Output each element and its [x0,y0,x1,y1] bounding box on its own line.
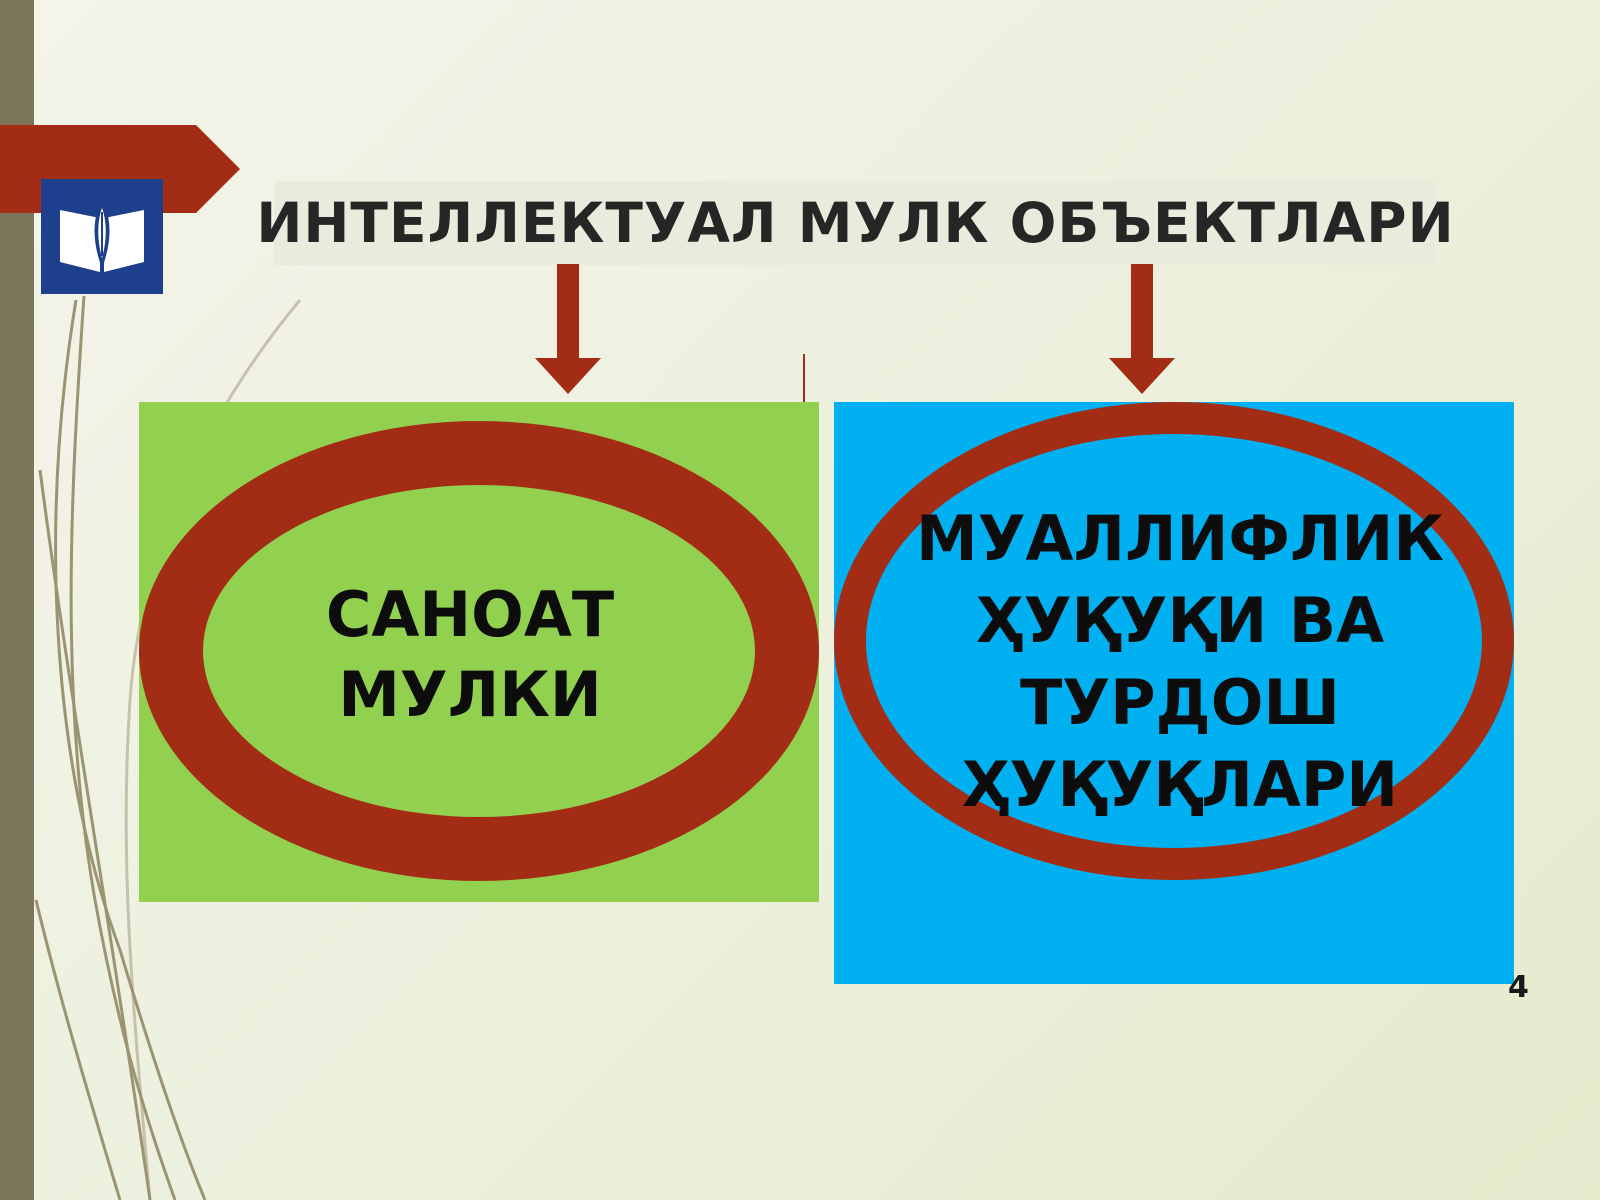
industrial-property-label: САНОАТ МУЛКИ [325,578,615,731]
down-arrow-icon [535,264,601,394]
down-arrow-icon [1109,264,1175,394]
title-box: ИНТЕЛЛЕКТУАЛ МУЛК ОБЪЕКТЛАРИ [256,181,1454,265]
open-book-pen-icon [60,199,144,272]
copyright-label: МУАЛЛИФЛИК ҲУҚУҚИ ВА ТУРДОШ ҲУҚУҚЛАРИ [916,502,1444,821]
decorative-lines [34,295,302,1200]
logo [41,179,163,294]
divider-line [803,354,805,404]
page-number: 4 [1508,970,1529,1005]
slide-title: ИНТЕЛЛЕКТУАЛ МУЛК ОБЪЕКТЛАРИ [256,191,1455,255]
